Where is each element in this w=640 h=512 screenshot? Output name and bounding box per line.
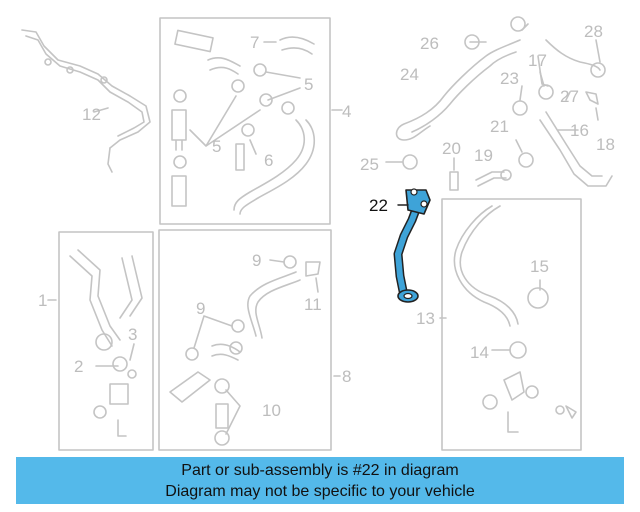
callout-6: 6 (264, 151, 273, 170)
callout-1: 1 (38, 291, 47, 310)
group-box-13 (441, 198, 582, 451)
callout-15: 15 (530, 257, 549, 276)
callout-19: 19 (474, 146, 493, 165)
group-4-parts (171, 29, 316, 215)
group-box-4 (159, 17, 331, 225)
callout-5-b: 5 (212, 137, 221, 156)
group-8-parts (169, 255, 321, 446)
group-box-1 (58, 231, 154, 451)
callout-21: 21 (490, 117, 509, 136)
upper-right-parts (395, 16, 613, 191)
callout-14: 14 (470, 343, 489, 362)
group-box-8 (158, 229, 332, 451)
callout-11: 11 (304, 295, 322, 314)
callout-22: 22 (369, 196, 388, 215)
callout-20: 20 (442, 139, 461, 158)
callout-8: 8 (342, 367, 351, 386)
callout-24: 24 (400, 65, 419, 84)
part-12-pipe (21, 29, 151, 173)
callout-18: 18 (596, 135, 615, 154)
callout-17: 17 (528, 51, 547, 70)
callout-10: 10 (262, 401, 281, 420)
callout-9-b: 9 (196, 299, 205, 318)
callout-26: 26 (420, 34, 439, 53)
group-1-parts (69, 249, 143, 437)
callout-7: 7 (250, 33, 259, 52)
callout-5-a: 5 (304, 75, 313, 94)
callout-13: 13 (416, 309, 435, 328)
callout-27: 27 (560, 87, 579, 106)
callout-9-a: 9 (252, 251, 261, 270)
callout-25: 25 (360, 155, 379, 174)
callout-16: 16 (570, 121, 589, 140)
leader-lines (47, 23, 601, 435)
group-13-parts (453, 205, 577, 433)
callout-23: 23 (500, 69, 519, 88)
callout-3: 3 (128, 325, 137, 344)
callout-28: 28 (584, 22, 603, 41)
banner-line-1: Part or sub-assembly is #22 in diagram (181, 462, 459, 479)
callout-2: 2 (74, 357, 83, 376)
banner-line-2: Diagram may not be specific to your vehi… (165, 483, 475, 500)
callout-4: 4 (342, 102, 351, 121)
part-22-highlighted (393, 188, 431, 303)
info-banner: Part or sub-assembly is #22 in diagram D… (16, 457, 624, 504)
callout-12: 12 (82, 105, 101, 124)
